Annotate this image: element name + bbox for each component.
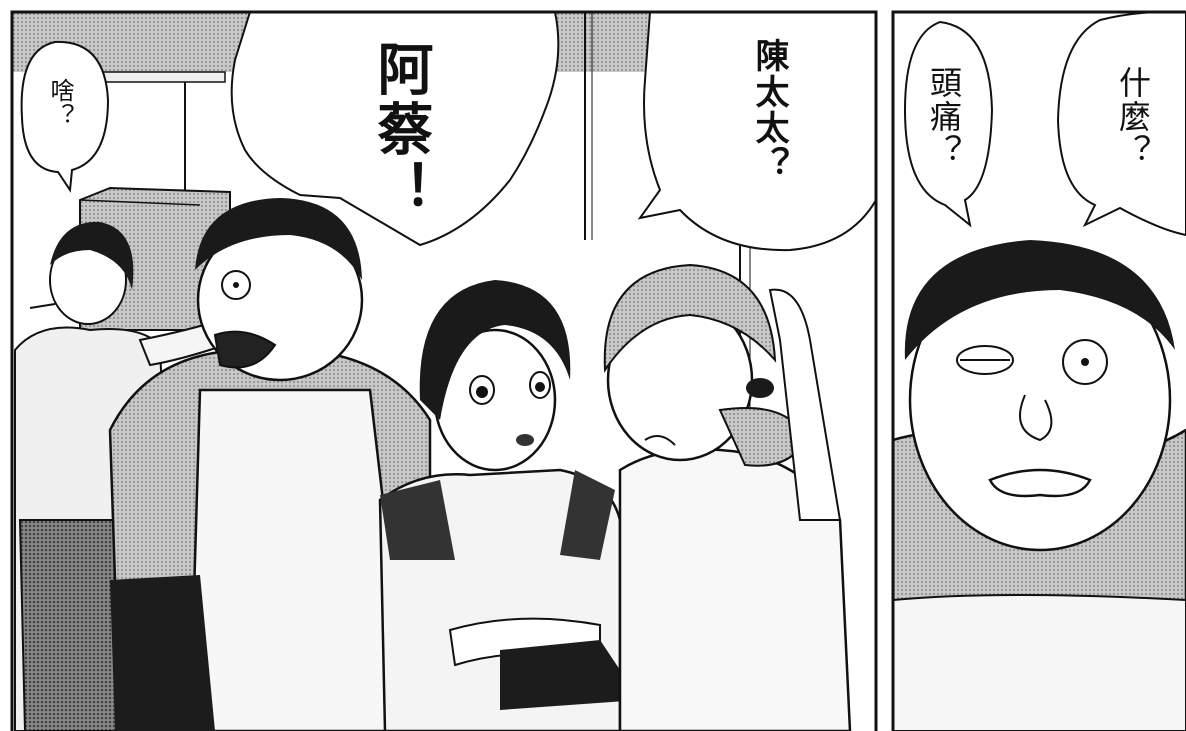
panel-left-border <box>10 10 878 731</box>
bubble-what-shape <box>20 40 110 193</box>
panel-right-art <box>893 12 1186 731</box>
bubble-headache-shape <box>903 20 994 228</box>
bubble-mrs-chen-shape <box>637 12 876 252</box>
girl-figure <box>378 280 640 731</box>
panel-right-border <box>891 10 1186 731</box>
bubble-acai-shape <box>230 12 560 247</box>
bubble-shenme-text: 什麼？ <box>1114 66 1152 168</box>
panel-left-art <box>12 12 876 731</box>
shouting-man-figure <box>108 198 432 731</box>
bubble-what-text: 啥？ <box>46 78 74 128</box>
bubble-mrs-chen-text: 陳太太？ <box>749 38 789 182</box>
bubble-headache-text: 頭痛？ <box>925 66 963 168</box>
bubble-acai-text: 阿蔡！ <box>368 40 433 220</box>
woman-figure <box>603 263 852 731</box>
bubble-shenme-shape <box>1056 12 1186 237</box>
